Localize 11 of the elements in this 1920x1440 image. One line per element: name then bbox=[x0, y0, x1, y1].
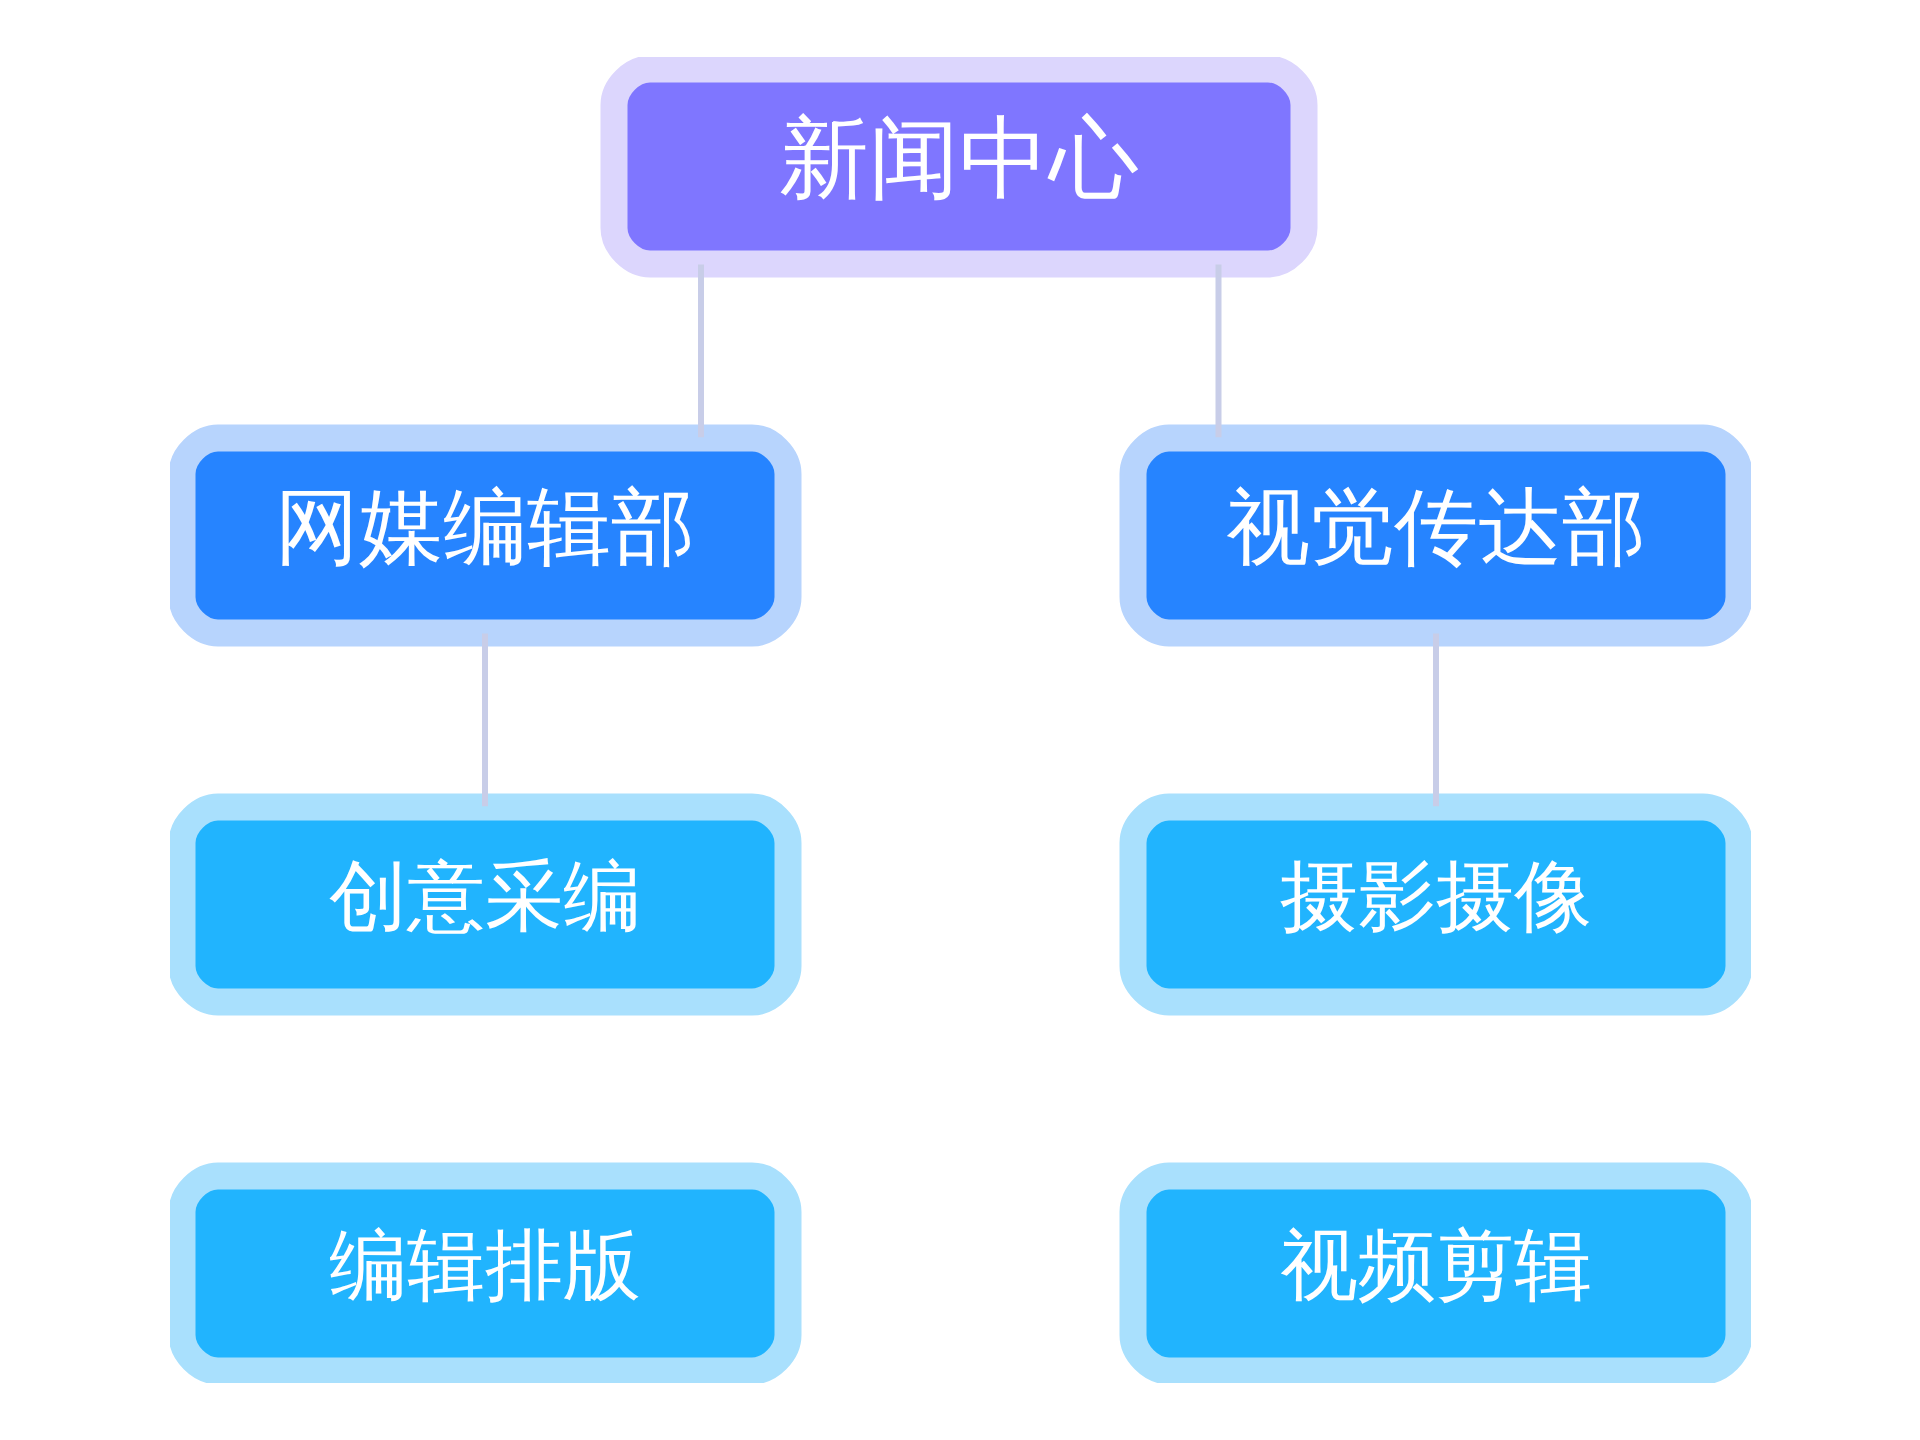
node-box: 视觉传达部 bbox=[1119, 424, 1751, 647]
connector bbox=[481, 633, 488, 807]
node-box: 新闻中心 bbox=[600, 57, 1317, 278]
connector bbox=[1215, 264, 1221, 438]
connector bbox=[1432, 633, 1439, 807]
node-box: 网媒编辑部 bbox=[169, 424, 801, 647]
node-box: 摄影摄像 bbox=[1119, 793, 1751, 1016]
connector bbox=[697, 264, 704, 438]
node-box: 视频剪辑 bbox=[1119, 1162, 1751, 1383]
node-box: 编辑排版 bbox=[169, 1162, 801, 1383]
node-box: 创意采编 bbox=[169, 793, 801, 1016]
